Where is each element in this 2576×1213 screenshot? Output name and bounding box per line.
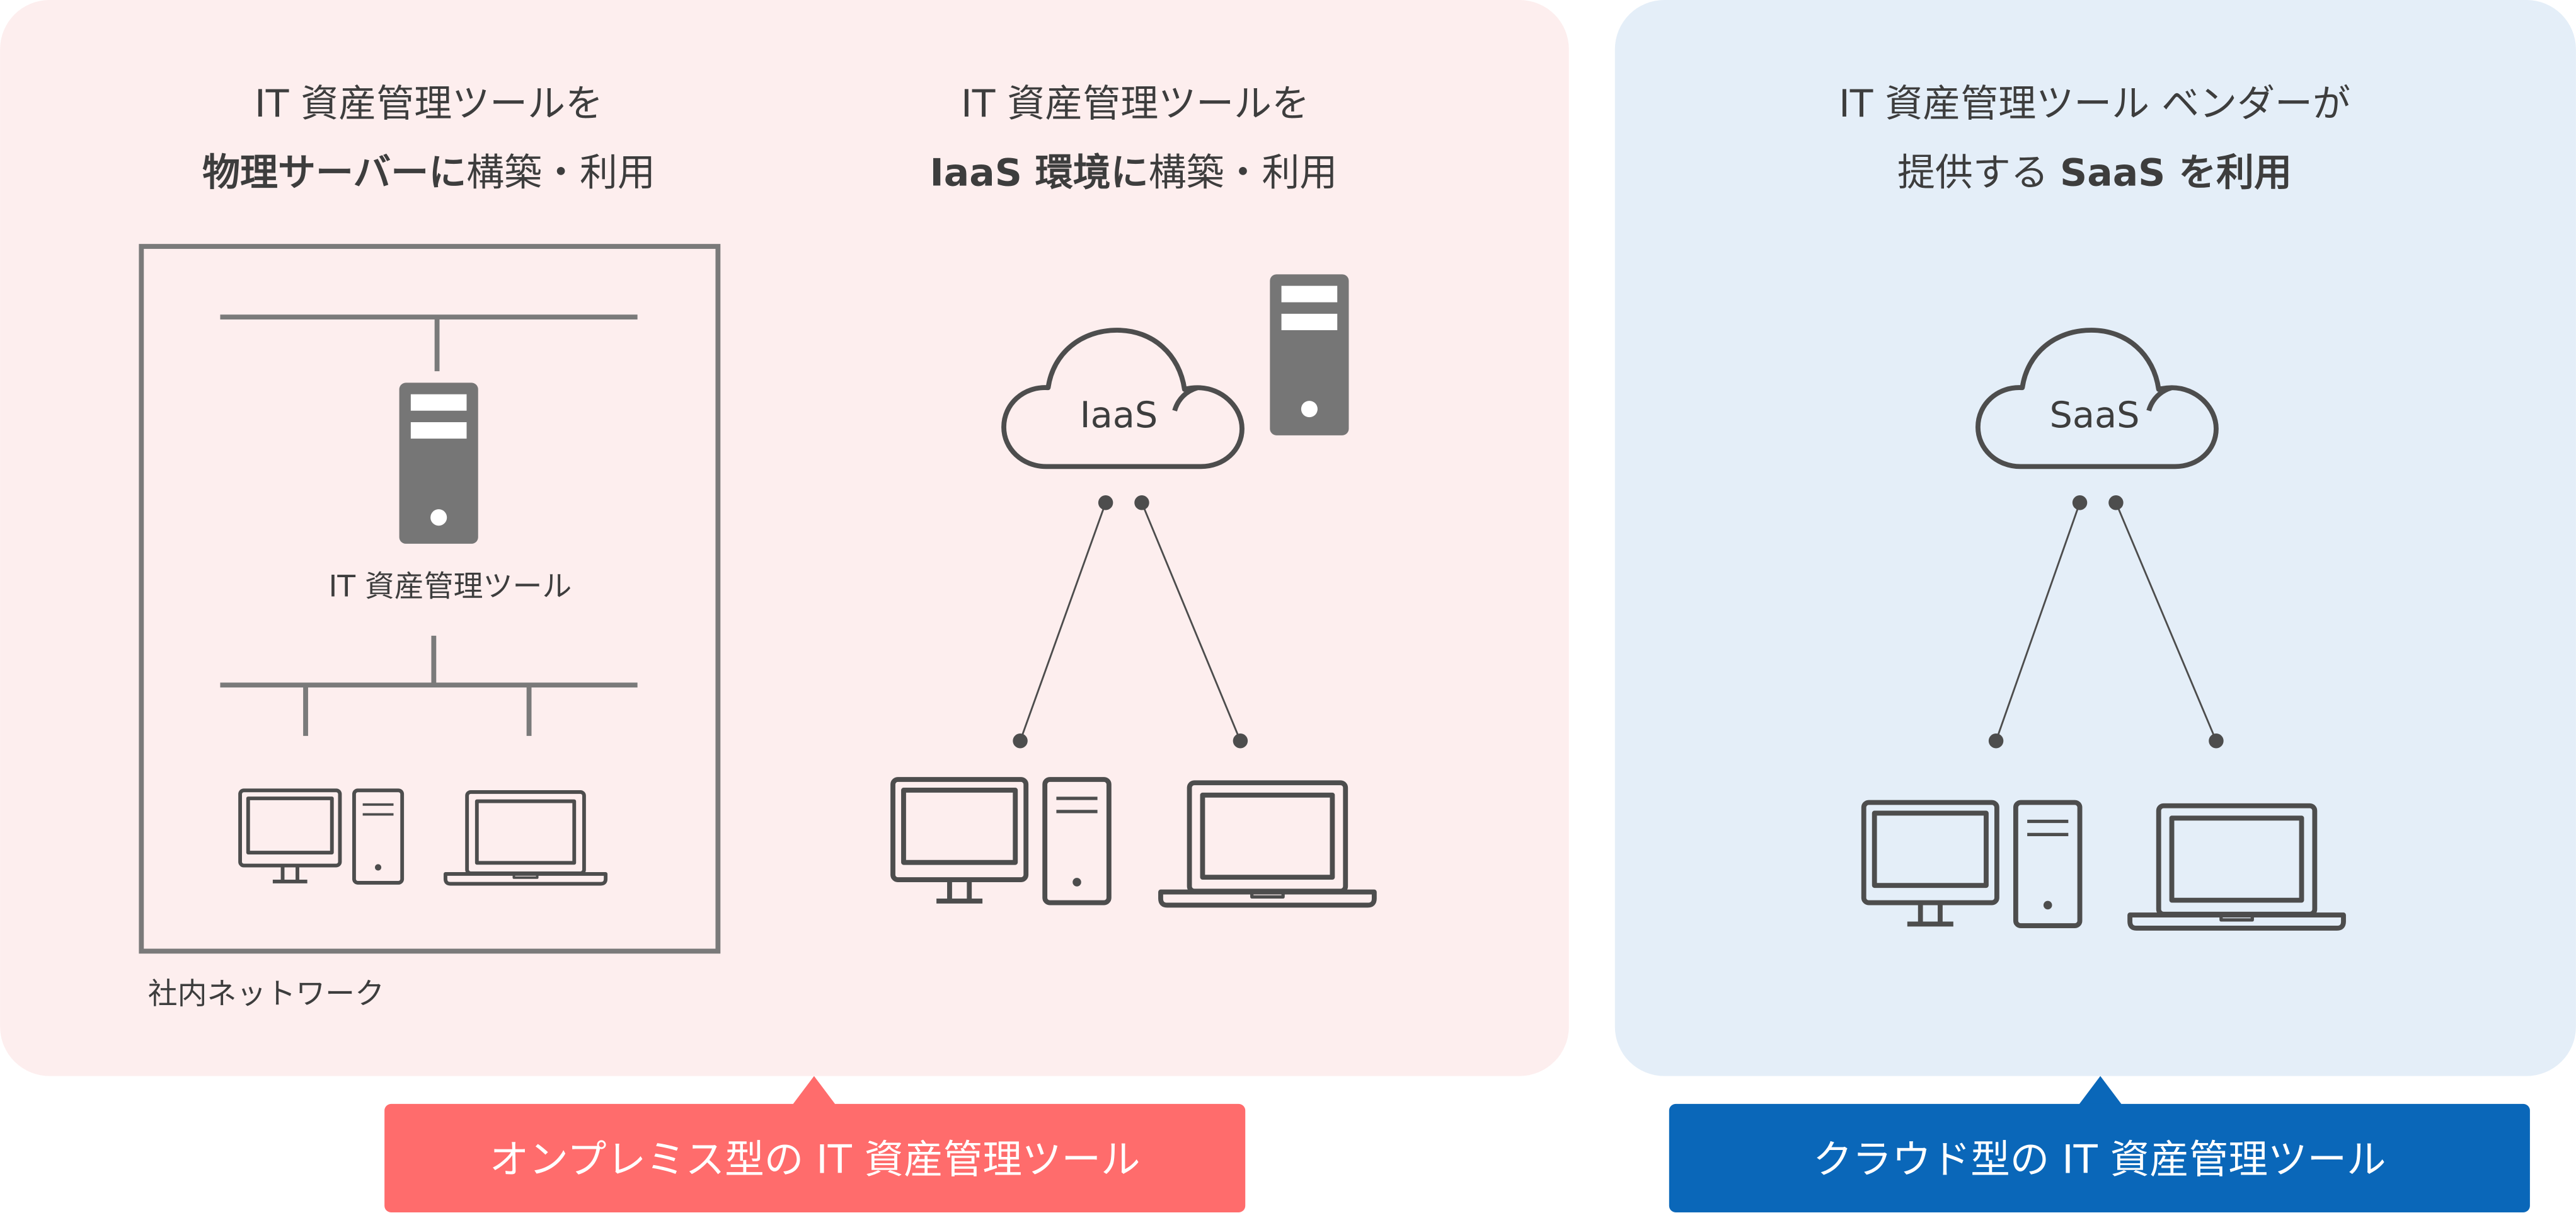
iaas-heading-line1: IT 資産管理ツールを [961,82,1309,126]
cloud-connection [1988,495,2224,749]
internal-network-boundary [139,244,721,954]
saas-heading-emphasis: SaaS を利用 [2060,151,2292,195]
saas-heading-line1: IT 資産管理ツール ベンダーが [1839,82,2350,126]
network-label: 社内ネットワーク [148,977,384,1011]
connection-dot [1233,733,1248,749]
cloud-connection [1013,495,1248,749]
connection-line [1995,502,2081,742]
connection-dot [1988,733,2004,749]
physical-heading-emphasis: 物理サーバーに [202,151,466,195]
cloud-caption-pointer [2078,1076,2123,1106]
network-line-bottom [220,635,638,736]
connection-dot [1013,733,1028,749]
connection-dot [1134,495,1149,510]
server-icon [399,382,478,544]
onprem-caption-pointer [791,1076,837,1106]
connection-line [2115,502,2217,742]
connection-dot [2072,495,2088,510]
physical-heading-rest: 構築・利用 [466,151,655,195]
cloud-label: IaaS [1080,394,1158,436]
iaas-heading-rest: 構築・利用 [1149,151,1338,195]
connection-dot [1098,495,1113,510]
onprem-panel [0,0,1569,1076]
onprem-caption-box [384,1103,1246,1212]
saas-heading-rest: 提供する [1897,151,2049,195]
cloud-label: SaaS [2049,394,2139,436]
server-label: IT 資産管理ツール [329,569,572,604]
connection-dot [2209,733,2224,749]
connection-line [1019,502,1107,742]
server-icon [1270,274,1349,435]
cloud-caption-box [1669,1103,2530,1212]
physical-heading-line1: IT 資産管理ツールを [255,82,603,126]
connection-dot [2108,495,2124,510]
connection-line [1141,502,1241,742]
iaas-heading-emphasis: IaaS 環境に [929,151,1148,195]
onprem-caption-text: オンプレミス型の IT 資産管理ツール [490,1136,1141,1182]
cloud-panel [1614,0,2576,1076]
cloud-caption-text: クラウド型の IT 資産管理ツール [1813,1136,2386,1182]
physical-heading-line2: 物理サーバーに構築・利用 [202,151,655,195]
iaas-heading-line2: IaaS 環境に構築・利用 [929,151,1337,195]
network-line-top [220,314,638,372]
